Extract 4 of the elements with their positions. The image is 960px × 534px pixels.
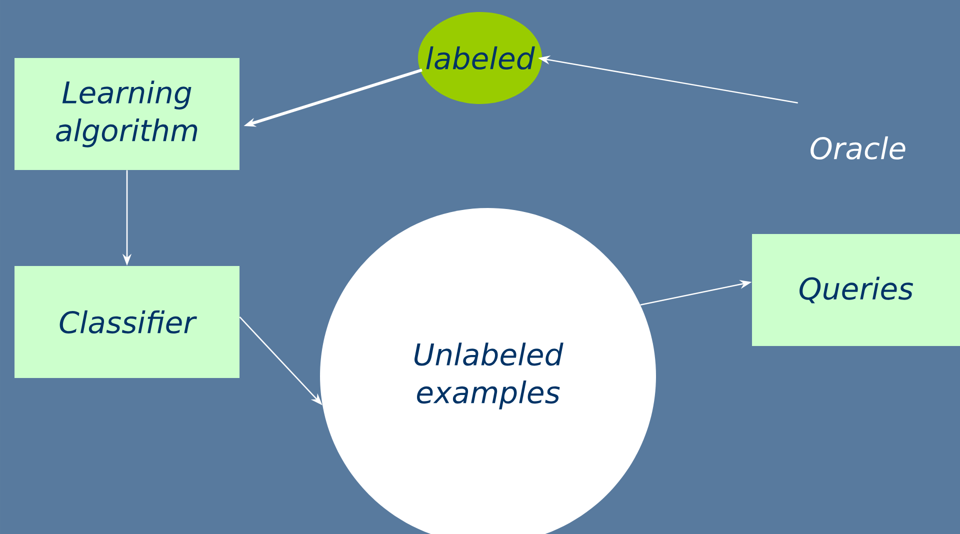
process-box: Classifier	[14, 266, 240, 378]
process-box: Learning algorithm	[14, 58, 240, 170]
oracle-text: Oracle	[810, 136, 906, 160]
process-box: Queries	[752, 234, 960, 346]
